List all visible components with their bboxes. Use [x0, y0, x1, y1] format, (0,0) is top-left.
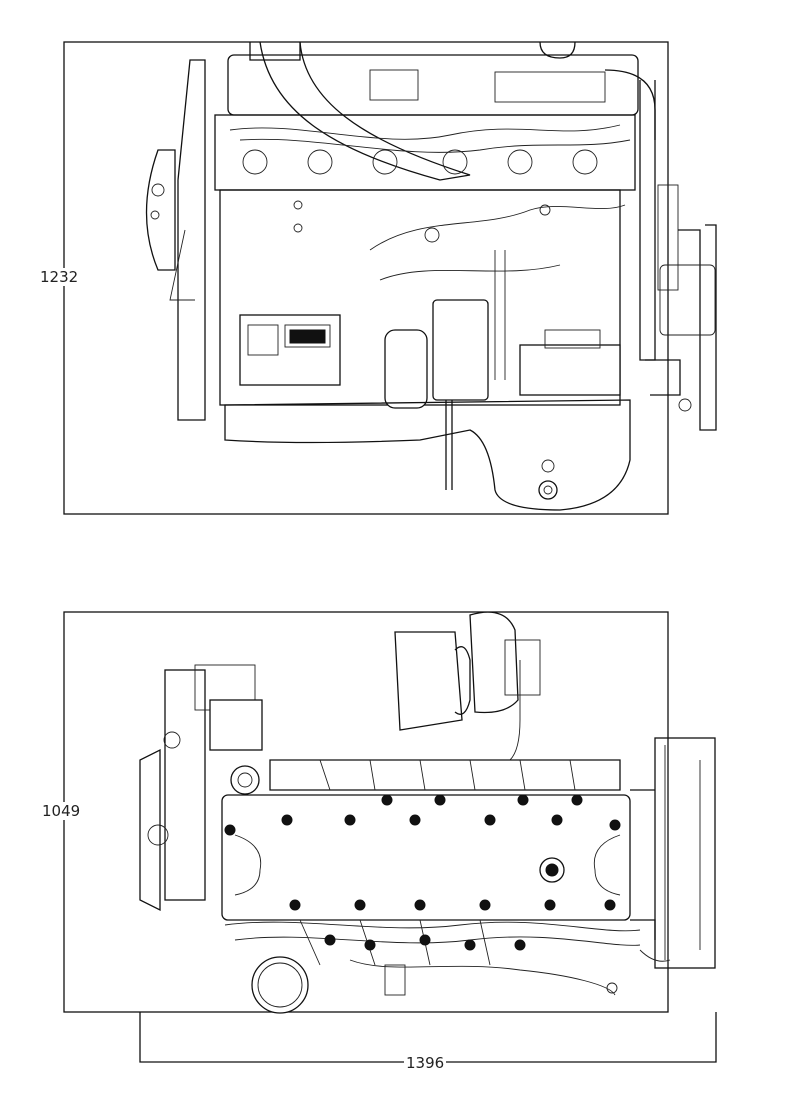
top-view-height-dimension: 1049: [40, 802, 83, 820]
top-view-width-dimension: 1396: [404, 1054, 447, 1072]
side-view-height-dimension: 1232: [38, 268, 81, 286]
engine-side-view-icon: [145, 41, 717, 511]
side-view-dimension-box: [63, 41, 669, 515]
engine-top-view-icon: [139, 611, 716, 1014]
top-view-dimension-box: [63, 611, 717, 1063]
